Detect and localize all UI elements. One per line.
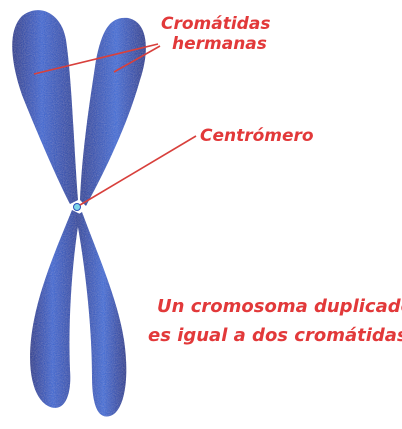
pointer-line-chromatid-left bbox=[33, 43, 159, 75]
pointer-line-chromatid-right bbox=[113, 45, 161, 73]
chromatid-arm-upper-left bbox=[12, 10, 78, 205]
chromatid-arm-lower-right bbox=[76, 212, 127, 417]
label-sister-chromatids-line2: hermanas bbox=[172, 34, 267, 54]
pointer-line-centromere bbox=[79, 135, 197, 206]
chromatid-arm-upper-right bbox=[80, 17, 146, 206]
chromatid-arm-lower-left bbox=[30, 210, 80, 408]
caption-line1: Un cromosoma duplicado bbox=[157, 296, 402, 317]
centromere-dot bbox=[73, 203, 81, 211]
label-sister-chromatids-line1: Cromátidas bbox=[161, 14, 270, 34]
label-centromere: Centrómero bbox=[200, 126, 314, 146]
caption-line2: es igual a dos cromátidas bbox=[148, 325, 402, 346]
